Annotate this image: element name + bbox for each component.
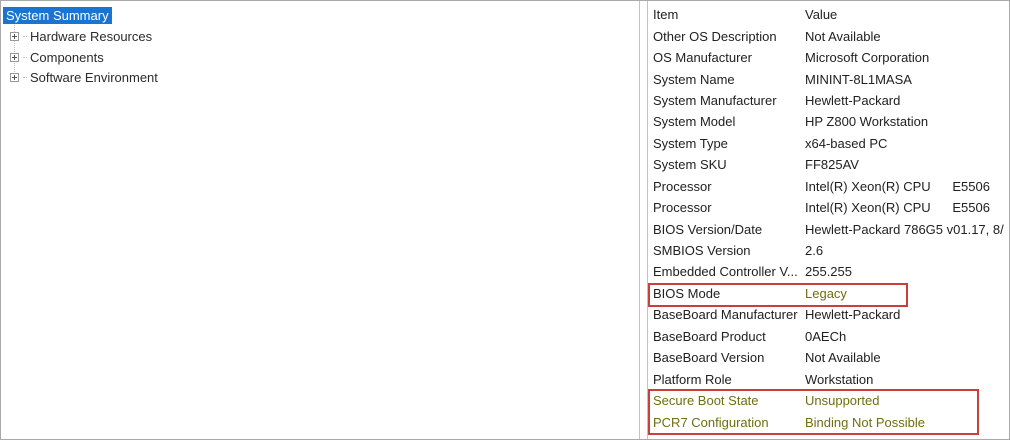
table-row[interactable]: SMBIOS Version 2.6 (648, 240, 1009, 261)
table-row[interactable]: BaseBoard Manufacturer Hewlett-Packard (648, 304, 1009, 325)
table-row[interactable]: System SKU FF825AV (648, 154, 1009, 175)
tree-item-label[interactable]: Components (30, 49, 104, 65)
table-row[interactable]: System Manufacturer Hewlett-Packard (648, 90, 1009, 111)
item-cell: BIOS Mode (653, 285, 721, 301)
table-row[interactable]: BaseBoard Version Not Available (648, 347, 1009, 368)
table-row-pcr7-configuration[interactable]: PCR7 Configuration Binding Not Possible (648, 411, 1009, 432)
table-row[interactable]: System Name MININT-8L1MASA (648, 68, 1009, 89)
tree-item-hardware-resources[interactable]: Hardware Resources (1, 26, 155, 46)
item-cell: Other OS Description (653, 28, 777, 44)
value-cell: HP Z800 Workstation (805, 114, 929, 130)
tree-item-software-environment[interactable]: Software Environment (1, 67, 161, 87)
table-row[interactable]: Processor Intel(R) Xeon(R) CPU E5506 (648, 176, 1009, 197)
expand-plus-icon[interactable] (10, 52, 19, 62)
item-cell: Secure Boot State (653, 393, 759, 409)
item-cell: BaseBoard Version (653, 350, 765, 366)
table-row[interactable]: BaseBoard Product 0AECh (648, 326, 1009, 347)
table-row[interactable]: Platform Role Workstation (648, 368, 1009, 389)
category-tree-panel: System Summary Hardware Resources Compon… (1, 1, 640, 439)
panel-splitter[interactable] (640, 1, 647, 439)
table-row[interactable]: OS Manufacturer Microsoft Corporation (648, 47, 1009, 68)
item-cell: Platform Role (653, 371, 732, 387)
value-cell: 2.6 (805, 243, 824, 259)
item-cell: System SKU (653, 157, 727, 173)
table-row-bios-mode[interactable]: BIOS Mode Legacy (648, 283, 1009, 304)
value-cell: Intel(R) Xeon(R) CPU E5506 (805, 200, 990, 216)
value-cell: x64-based PC (805, 135, 888, 151)
table-row-secure-boot-state[interactable]: Secure Boot State Unsupported (648, 390, 1009, 411)
item-cell: BaseBoard Manufacturer (653, 307, 798, 323)
tree-stub-line (23, 76, 27, 78)
value-cell: Not Available (805, 28, 881, 44)
value-cell: Hewlett-Packard (805, 92, 901, 108)
item-cell: SMBIOS Version (653, 243, 751, 259)
item-cell: BIOS Version/Date (653, 221, 763, 237)
details-panel: Item Value Other OS Description Not Avai… (647, 1, 1009, 439)
item-cell: System Manufacturer (653, 92, 777, 108)
value-cell: FF825AV (805, 157, 859, 173)
item-cell: BaseBoard Product (653, 328, 766, 344)
tree-item-label[interactable]: Hardware Resources (30, 28, 153, 44)
value-cell: MININT-8L1MASA (805, 71, 912, 87)
item-cell: PCR7 Configuration (653, 414, 769, 430)
item-cell: OS Manufacturer (653, 50, 752, 66)
expand-plus-icon[interactable] (10, 31, 19, 41)
tree-item-label[interactable]: System Summary (3, 6, 112, 24)
details-grid: Item Value Other OS Description Not Avai… (648, 4, 1009, 433)
value-cell: 0AECh (805, 328, 847, 344)
item-cell: Processor (653, 178, 712, 194)
value-cell: Hewlett-Packard 786G5 v01.17, 8/ (805, 221, 1004, 237)
table-row[interactable]: System Type x64-based PC (648, 133, 1009, 154)
column-header-item[interactable]: Item (653, 7, 679, 23)
value-cell: Legacy (805, 285, 847, 301)
item-cell: System Model (653, 114, 736, 130)
table-row[interactable]: Processor Intel(R) Xeon(R) CPU E5506 (648, 197, 1009, 218)
value-cell: Intel(R) Xeon(R) CPU E5506 (805, 178, 990, 194)
value-cell: 255.255 (805, 264, 852, 280)
item-cell: System Name (653, 71, 735, 87)
tree-stub-line (23, 35, 27, 37)
expand-plus-icon[interactable] (10, 72, 19, 82)
tree-item-label[interactable]: Software Environment (30, 69, 158, 85)
value-cell: Not Available (805, 350, 881, 366)
tree-item-components[interactable]: Components (1, 47, 107, 67)
value-cell: Workstation (805, 371, 874, 387)
item-cell: Processor (653, 200, 712, 216)
column-header-row: Item Value (648, 4, 1009, 25)
tree-connector-line (14, 23, 15, 80)
table-row[interactable]: Other OS Description Not Available (648, 25, 1009, 46)
tree-item-system-summary[interactable]: System Summary (3, 5, 112, 25)
value-cell: Binding Not Possible (805, 414, 925, 430)
table-row[interactable]: BIOS Version/Date Hewlett-Packard 786G5 … (648, 218, 1009, 239)
table-row[interactable]: System Model HP Z800 Workstation (648, 111, 1009, 132)
value-cell: Hewlett-Packard (805, 307, 901, 323)
tree-stub-line (23, 56, 27, 58)
value-cell: Unsupported (805, 393, 880, 409)
item-cell: System Type (653, 135, 728, 151)
item-cell: Embedded Controller V... (653, 264, 798, 280)
table-row[interactable]: Embedded Controller V... 255.255 (648, 261, 1009, 282)
column-header-value[interactable]: Value (805, 7, 838, 23)
value-cell: Microsoft Corporation (805, 50, 930, 66)
